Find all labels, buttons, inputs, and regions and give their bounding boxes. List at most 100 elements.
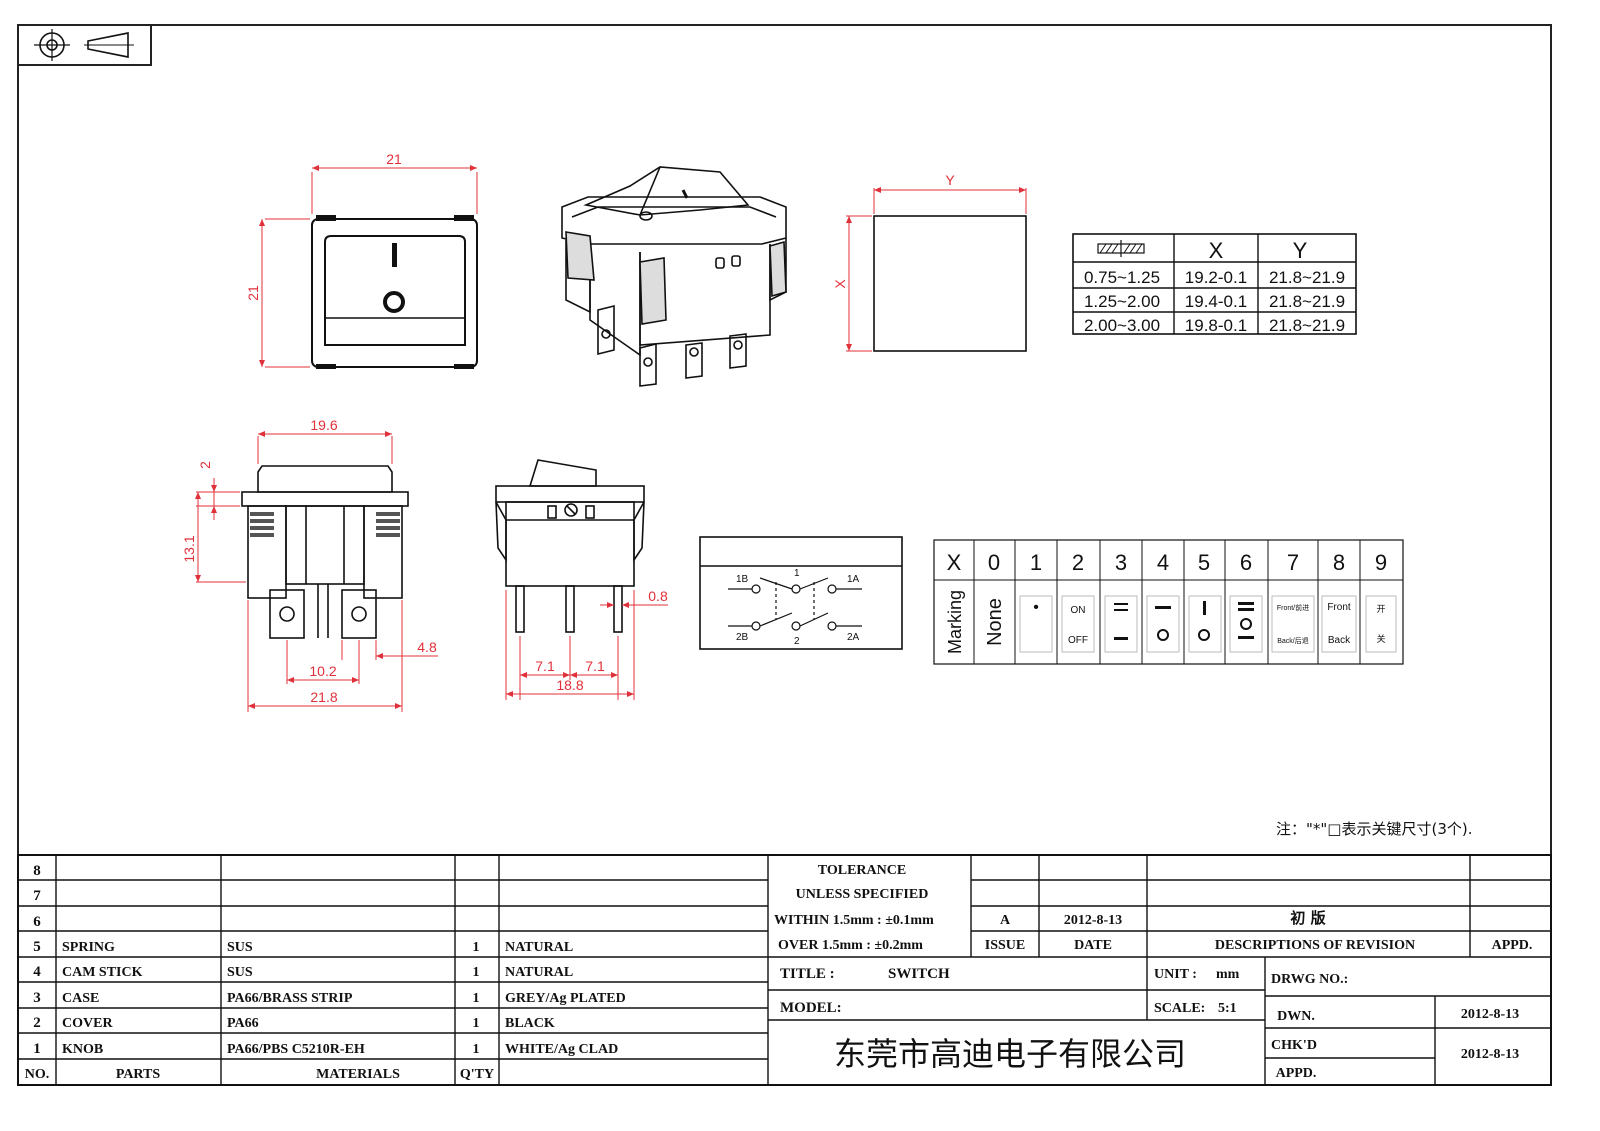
part-material: PA66 xyxy=(227,1016,259,1031)
issue-label: ISSUE xyxy=(985,938,1025,953)
revision-issue: A xyxy=(1000,913,1011,928)
marking-symbol-4 xyxy=(1155,606,1171,641)
tolerance-subtitle: UNLESS SPECIFIED xyxy=(796,887,929,902)
marking-symbol-5 xyxy=(1198,601,1210,641)
header-parts: PARTS xyxy=(116,1067,161,1082)
end-view: 0.8 7.1 7.1 18.8 xyxy=(495,459,668,700)
front-view: 21 21 xyxy=(245,151,478,369)
dims-cell: 1.25~2.00 xyxy=(1084,292,1160,311)
end-overall-dim: 18.8 xyxy=(556,677,583,693)
marking-number: 0 xyxy=(988,550,1000,575)
part-no: 5 xyxy=(33,939,41,955)
end-terminal-dim: 0.8 xyxy=(648,588,668,604)
part-finish: GREY/Ag PLATED xyxy=(505,991,626,1006)
col-header-x: X xyxy=(1209,238,1224,263)
dims-cell: 19.4-0.1 xyxy=(1185,292,1247,311)
checked-date: 2012-8-13 xyxy=(1461,1047,1519,1062)
part-name: CASE xyxy=(62,991,99,1006)
title-label: TITLE : xyxy=(780,966,835,982)
marking-guan: 关 xyxy=(1376,633,1385,645)
part-material: PA66/PBS C5210R-EH xyxy=(227,1042,365,1057)
side-overall-dim: 21.8 xyxy=(310,689,337,705)
revision-date: 2012-8-13 xyxy=(1064,913,1122,928)
company-name: 东莞市高迪电子有限公司 xyxy=(834,1035,1186,1073)
terminal-label: 2B xyxy=(736,632,749,643)
part-no: 7 xyxy=(33,888,41,904)
marking-back-cn: Back/后退 xyxy=(1277,636,1309,645)
marking-kai: 开 xyxy=(1376,604,1385,615)
marking-off: OFF xyxy=(1068,635,1088,646)
marking-number: 3 xyxy=(1115,550,1127,575)
terminal-label: 1B xyxy=(736,574,749,585)
marking-row-label: Marking xyxy=(945,590,965,654)
model-label: MODEL: xyxy=(780,1000,842,1016)
marking-back: Back xyxy=(1328,635,1351,646)
part-name: KNOB xyxy=(62,1042,103,1057)
marking-front-cn: Front/前进 xyxy=(1277,603,1309,612)
critical-dimension-note: 注："*"□表示关键尺寸(3个). xyxy=(1276,820,1473,838)
part-material: SUS xyxy=(227,965,253,980)
marking-none: None xyxy=(984,598,1006,646)
marking-number: 7 xyxy=(1287,550,1299,575)
part-qty: 1 xyxy=(473,1016,480,1031)
drawing-number-label: DRWG NO.: xyxy=(1271,972,1348,987)
terminal-label: 1A xyxy=(847,574,860,585)
part-no: 6 xyxy=(33,914,41,930)
dims-table: X Y 0.75~1.25 19.2-0.1 21.8~21.9 1.25~2.… xyxy=(1072,233,1357,335)
marking-number: 5 xyxy=(1198,550,1210,575)
end-pitch-dim-2: 7.1 xyxy=(585,658,605,674)
part-qty: 1 xyxy=(473,965,480,980)
dims-cell: 19.8-0.1 xyxy=(1185,316,1247,335)
dims-cell: 19.2-0.1 xyxy=(1185,268,1247,287)
isometric-view xyxy=(561,166,787,387)
scale-value: 5:1 xyxy=(1218,1001,1237,1016)
marking-number: 4 xyxy=(1157,550,1169,575)
dims-cell: 2.00~3.00 xyxy=(1084,316,1160,335)
part-finish: WHITE/Ag CLAD xyxy=(505,1042,618,1057)
drawing-title: SWITCH xyxy=(888,966,950,982)
terminal-label: 2 xyxy=(794,636,800,647)
drawn-label: DWN. xyxy=(1277,1009,1315,1024)
part-material: SUS xyxy=(227,940,253,955)
scale-label: SCALE: xyxy=(1154,1001,1205,1016)
side-pitch-dim: 10.2 xyxy=(309,663,336,679)
drawn-date: 2012-8-13 xyxy=(1461,1007,1519,1022)
revision-description: 初 版 xyxy=(1290,909,1325,927)
marking-dot: • xyxy=(1033,599,1039,616)
marking-number: 1 xyxy=(1030,550,1042,575)
part-no: 4 xyxy=(33,964,41,980)
button-x-dim: X xyxy=(832,279,848,289)
part-no: 3 xyxy=(33,990,41,1006)
revision-desc-label: DESCRIPTIONS OF REVISION xyxy=(1215,938,1415,953)
side-flange-dim: 2 xyxy=(197,461,213,469)
tolerance-over: OVER 1.5mm : ±0.2mm xyxy=(778,938,923,953)
part-name: COVER xyxy=(62,1016,113,1031)
front-height-dim: 21 xyxy=(245,285,261,301)
tolerance-within: WITHIN 1.5mm : ±0.1mm xyxy=(774,913,934,928)
part-finish: BLACK xyxy=(505,1016,555,1031)
dims-cell: 21.8~21.9 xyxy=(1269,268,1345,287)
end-pitch-dim-1: 7.1 xyxy=(535,658,555,674)
side-terminal-dim: 4.8 xyxy=(417,639,437,655)
terminal-label: 1 xyxy=(794,568,800,579)
side-view: 19.6 2 13.1 10.2 4.8 21.8 xyxy=(181,417,438,712)
marking-number: 8 xyxy=(1333,550,1345,575)
marking-number: 6 xyxy=(1240,550,1252,575)
thickness-icon xyxy=(1097,240,1145,257)
checked-label: CHK'D xyxy=(1271,1038,1317,1053)
side-body-dim: 13.1 xyxy=(181,535,197,562)
col-header-y: Y xyxy=(1293,238,1308,263)
dims-cell: 21.8~21.9 xyxy=(1269,316,1345,335)
header-no: NO. xyxy=(25,1067,50,1082)
date-label: DATE xyxy=(1074,938,1112,953)
revision-appd-label: APPD. xyxy=(1492,938,1533,953)
part-finish: NATURAL xyxy=(505,940,573,955)
part-finish: NATURAL xyxy=(505,965,573,980)
part-qty: 1 xyxy=(473,991,480,1006)
unit-label: UNIT : xyxy=(1154,967,1197,982)
marking-number: 9 xyxy=(1375,550,1387,575)
marking-symbol-3 xyxy=(1114,603,1128,640)
tolerance-title: TOLERANCE xyxy=(818,863,906,878)
title-block: 8 7 6 5 SPRING SUS 1 NATURAL 4 CAM STICK… xyxy=(17,854,1552,1086)
